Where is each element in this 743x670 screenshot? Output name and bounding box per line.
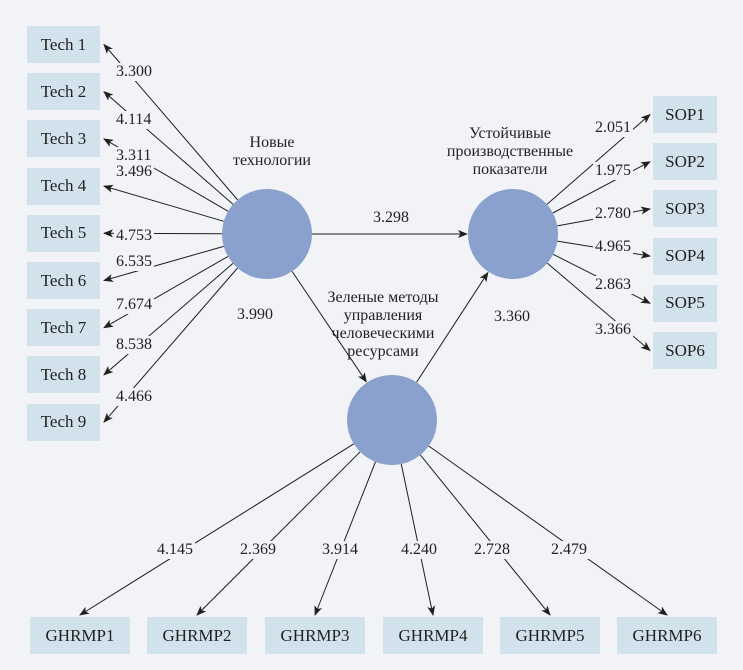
- loading-label-sop-5: 2.863: [593, 276, 633, 294]
- loading-label-ghrmp-1: 4.145: [155, 541, 195, 559]
- loading-label-sop-1: 2.051: [593, 119, 633, 137]
- loading-label-tech-6: 6.535: [114, 253, 154, 271]
- edge-ghrmp-3: [314, 461, 376, 616]
- loading-label-tech-7: 7.674: [114, 296, 154, 314]
- title-line: ресурсами: [347, 343, 419, 360]
- title-line: Зеленые методы: [327, 289, 439, 306]
- edge-ghrmp-6: [428, 445, 668, 616]
- node-title-new-technologies: Новые технологии: [222, 134, 322, 170]
- node-title-sustainable-performance: Устойчивые производственные показатели: [420, 125, 600, 179]
- title-line: технологии: [233, 152, 311, 169]
- indicator-box-sop-1: SOP1: [653, 96, 717, 133]
- indicator-box-sop-5: SOP5: [653, 284, 717, 322]
- title-line: управления: [343, 307, 423, 324]
- loading-label-sop-3: 2.780: [593, 205, 633, 223]
- edge-sop-2: [552, 161, 651, 214]
- indicator-box-tech-8: Tech 8: [27, 356, 100, 394]
- loading-label-ghrmp-2: 2.369: [238, 541, 278, 559]
- edge-ghrm-to-sop: [416, 271, 489, 383]
- loading-label-sop-2: 1.975: [593, 162, 633, 180]
- loading-label-ghrmp-3: 3.914: [320, 541, 360, 559]
- loading-label-ghrmp-4: 4.240: [399, 541, 439, 559]
- edge-ghrmp-4: [400, 463, 436, 616]
- indicator-box-ghrmp-6: GHRMP6: [617, 617, 717, 654]
- edge-ghrmp-5: [419, 454, 551, 616]
- node-green-hrm: [347, 375, 437, 465]
- path-label-tech-to-ghrm: 3.990: [235, 306, 275, 324]
- title-line: показатели: [472, 161, 548, 178]
- indicator-box-ghrmp-1: GHRMP1: [30, 617, 130, 654]
- indicator-box-sop-4: SOP4: [653, 237, 717, 275]
- edge-ghrmp-2: [196, 451, 361, 616]
- indicator-box-tech-1: Tech 1: [27, 26, 100, 63]
- indicator-box-sop-3: SOP3: [653, 190, 717, 228]
- loading-label-tech-2: 4.114: [114, 111, 154, 129]
- edge-tech-8: [103, 263, 234, 376]
- indicator-box-ghrmp-4: GHRMP4: [383, 617, 483, 654]
- indicator-box-sop-2: SOP2: [653, 143, 717, 181]
- loading-label-tech-9: 4.466: [114, 388, 154, 406]
- loading-label-tech-1: 3.300: [114, 63, 154, 81]
- edge-tech-6: [103, 245, 224, 282]
- indicator-box-tech-2: Tech 2: [27, 73, 100, 111]
- loading-label-sop-4: 4.965: [593, 238, 633, 256]
- indicator-box-ghrmp-2: GHRMP2: [147, 617, 247, 654]
- edge-tech-4: [103, 184, 224, 222]
- loading-label-tech-5: 4.753: [114, 227, 154, 245]
- indicator-box-sop-6: SOP6: [653, 332, 717, 369]
- node-new-technologies: [222, 189, 312, 279]
- indicator-box-ghrmp-5: GHRMP5: [500, 617, 600, 654]
- indicator-box-ghrmp-3: GHRMP3: [265, 617, 365, 654]
- edge-tech-2: [103, 91, 234, 205]
- loading-label-tech-4: 3.496: [114, 163, 154, 181]
- title-line: Новые: [249, 134, 295, 151]
- path-label-tech-to-sop: 3.298: [371, 209, 411, 227]
- node-title-green-hrm: Зеленые методы управления человеческими …: [302, 289, 464, 361]
- loading-label-sop-6: 3.366: [593, 321, 633, 339]
- indicator-box-tech-3: Tech 3: [27, 120, 100, 158]
- indicator-box-tech-7: Tech 7: [27, 309, 100, 347]
- title-line: человеческими: [331, 325, 435, 342]
- path-label-ghrm-to-sop: 3.360: [492, 308, 532, 326]
- indicator-box-tech-6: Tech 6: [27, 262, 100, 299]
- node-sustainable-performance: [468, 189, 558, 279]
- indicator-box-tech-5: Tech 5: [27, 214, 100, 252]
- loading-label-ghrmp-5: 2.728: [472, 541, 512, 559]
- edge-tech-7: [103, 255, 229, 329]
- title-line: производственные: [446, 143, 574, 160]
- loading-label-ghrmp-6: 2.479: [549, 541, 589, 559]
- indicator-box-tech-4: Tech 4: [27, 167, 100, 205]
- loading-label-tech-3: 3.311: [114, 147, 154, 165]
- title-line: Устойчивые: [469, 125, 551, 142]
- edge-ghrmp-1: [79, 443, 355, 616]
- indicator-box-tech-9: Tech 9: [27, 403, 100, 441]
- edge-tech-to-ghrm: [291, 271, 367, 383]
- loading-label-tech-8: 8.538: [114, 336, 154, 354]
